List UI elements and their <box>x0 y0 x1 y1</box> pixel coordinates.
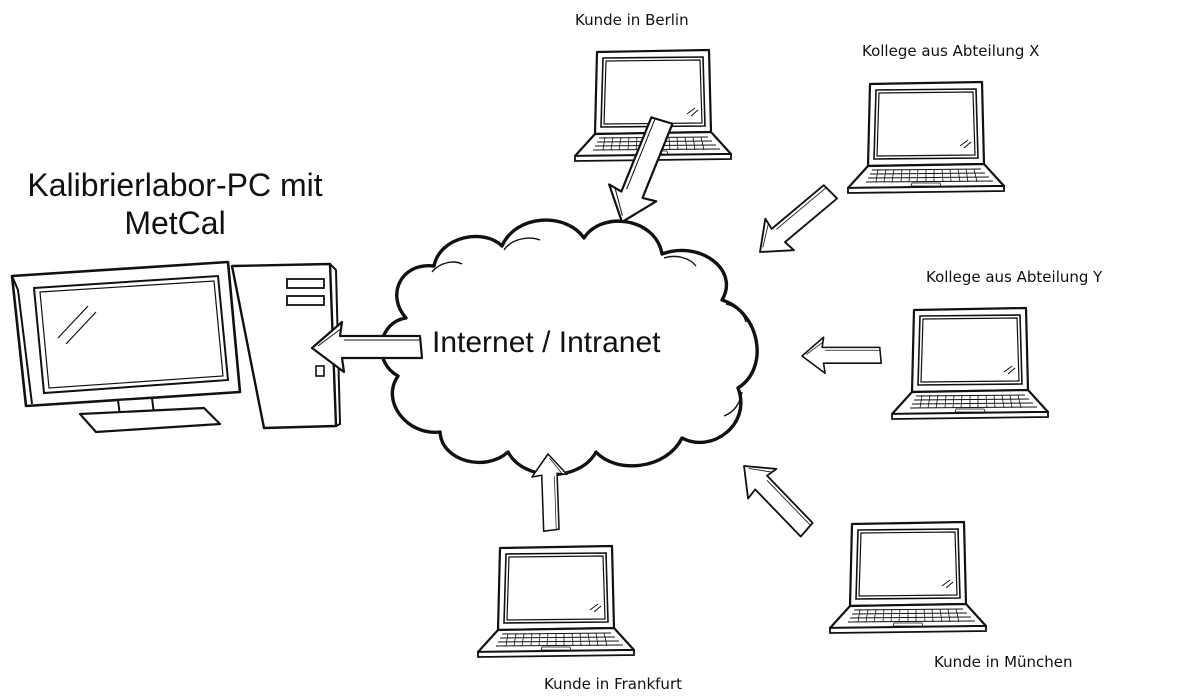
client-label-dept-y: Kollege aus Abteilung Y <box>926 268 1103 286</box>
pc-title-line1: Kalibrierlabor-PC mit <box>27 167 323 203</box>
arrow-icon <box>728 450 823 546</box>
client-label-berlin: Kunde in Berlin <box>575 11 689 29</box>
client-label-dept-x: Kollege aus Abteilung X <box>862 42 1040 60</box>
laptop-icon <box>828 520 988 635</box>
laptop-icon <box>846 80 1006 195</box>
laptop-icon <box>476 544 636 659</box>
laptop-icon <box>890 306 1050 421</box>
pc-title: Kalibrierlabor-PC mit MetCal <box>10 166 340 242</box>
arrow-icon <box>801 336 882 375</box>
pc-title-line2: MetCal <box>124 205 226 241</box>
cloud-label: Internet / Intranet <box>432 326 661 359</box>
cloud-icon <box>379 218 759 477</box>
arrow-icon <box>744 174 846 269</box>
client-label-muenchen: Kunde in München <box>934 653 1073 671</box>
desktop-pc-icon <box>10 260 342 434</box>
client-label-frankfurt: Kunde in Frankfurt <box>544 675 682 693</box>
